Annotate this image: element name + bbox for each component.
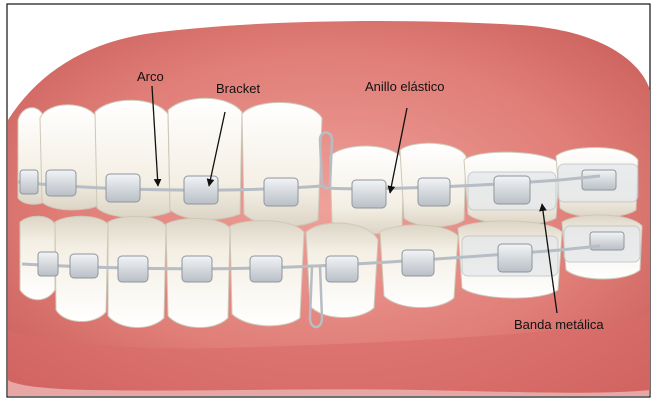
- label-arch: Arco: [137, 69, 164, 84]
- label-bracket: Bracket: [216, 81, 260, 96]
- label-elastic-ring: Anillo elástico: [365, 79, 445, 94]
- label-metal-band: Banda metálica: [514, 317, 604, 332]
